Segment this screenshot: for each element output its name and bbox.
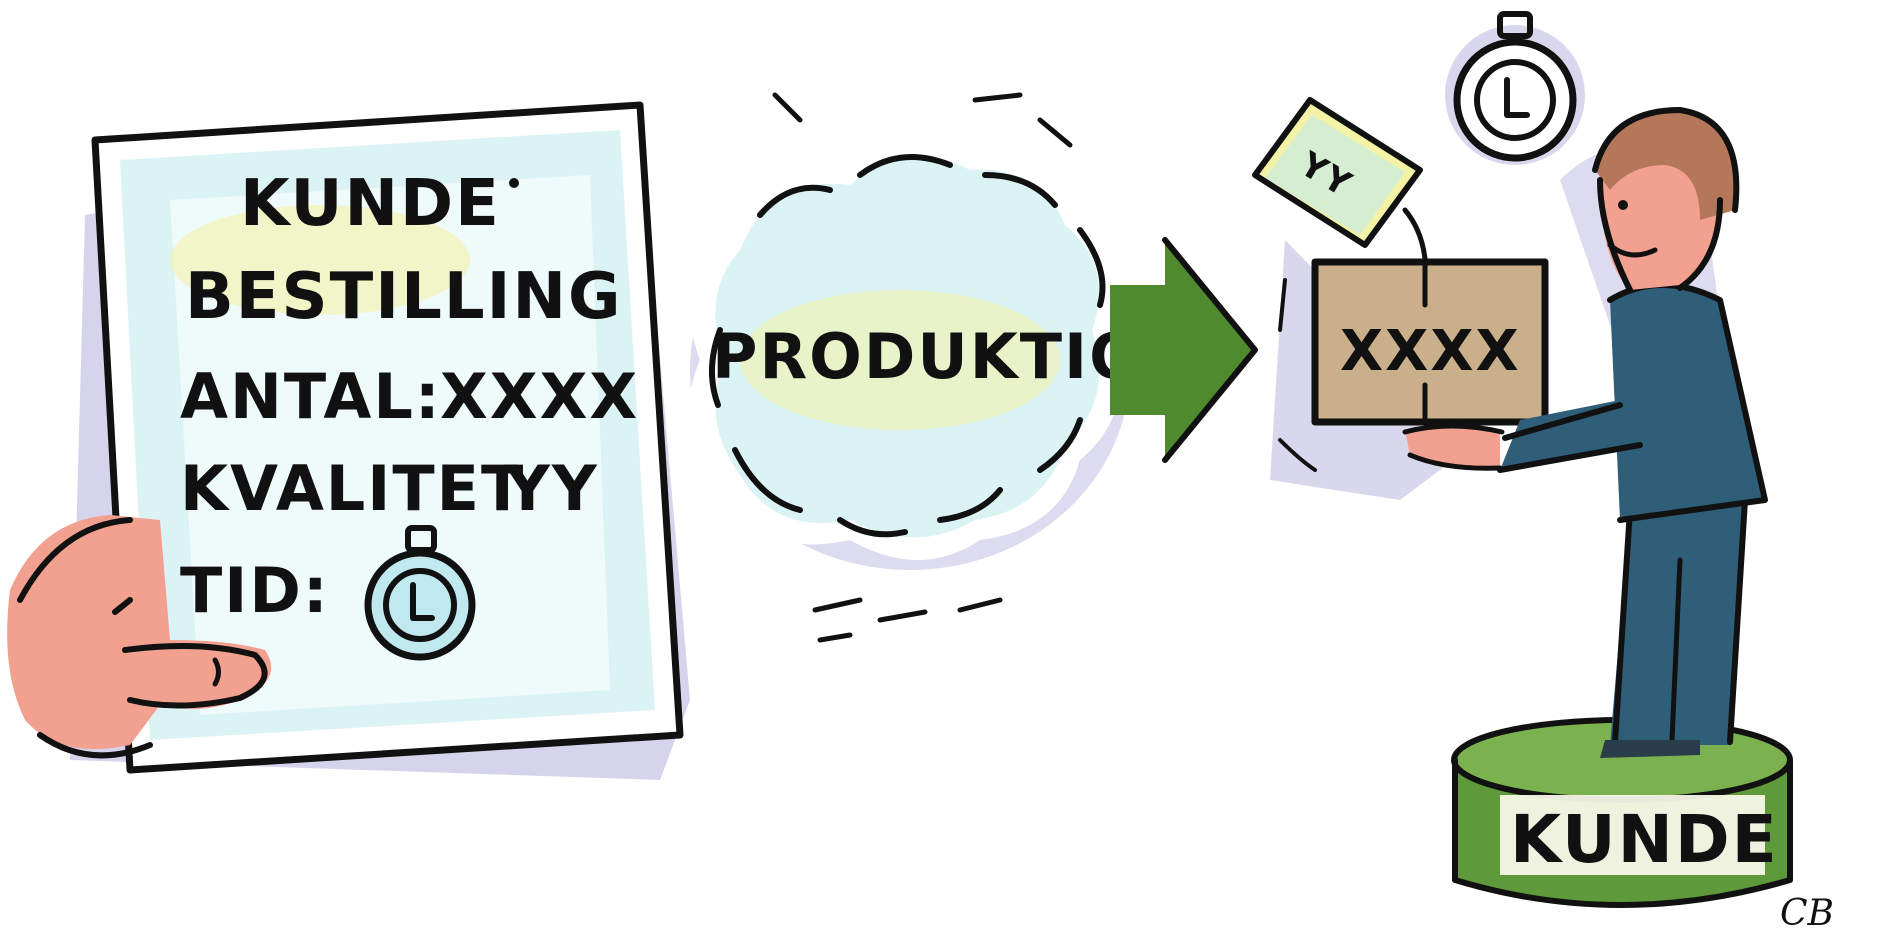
order-title-line2: BESTILLING <box>185 260 623 334</box>
order-sheet: KUNDE BESTILLING ANTAL: XXXX KVALITET YY… <box>70 101 690 780</box>
customer-figure <box>1402 107 1768 758</box>
hand <box>7 515 272 759</box>
quality-label: KVALITET <box>180 452 525 525</box>
quantity-label: ANTAL: <box>180 360 442 433</box>
quality-value: YY <box>504 452 599 525</box>
order-title-line1: KUNDE <box>240 167 501 241</box>
price-tag-icon: YY <box>1252 97 1429 293</box>
time-label: TID: <box>180 554 330 627</box>
quantity-value: XXXX <box>440 360 639 433</box>
pedestal: KUNDE <box>1451 717 1793 908</box>
pedestal-label: KUNDE <box>1510 801 1779 878</box>
stopwatch-icon <box>364 525 476 661</box>
signature: CB <box>1780 893 1834 934</box>
arrow-right-icon <box>1110 237 1258 463</box>
stopwatch-icon <box>1445 11 1585 165</box>
box-label: XXXX <box>1340 319 1521 384</box>
